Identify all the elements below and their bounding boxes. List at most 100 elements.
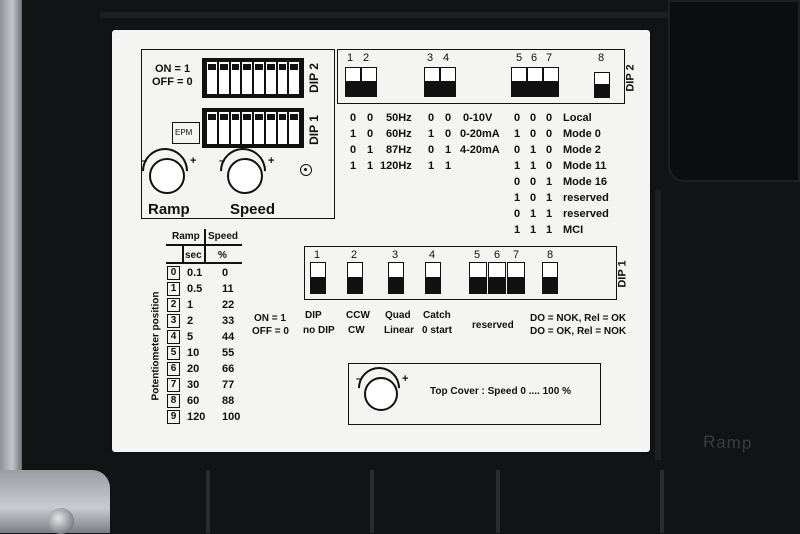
pot-speed-value: 44 [222, 331, 235, 343]
dip2-num-5: 5 [515, 52, 523, 64]
pot-position-cell: 3 [167, 314, 180, 328]
dip2-num-1: 1 [346, 52, 354, 64]
ramp-knob-icon [149, 158, 185, 194]
top-cover-box [348, 363, 601, 425]
pot-ramp-value: 30 [187, 379, 200, 391]
mode-bit: 0 [530, 176, 537, 188]
mode-value: Mode 11 [563, 160, 607, 172]
pot-ramp-value: 20 [187, 363, 200, 375]
input-value: 0-10V [463, 112, 493, 124]
mode-value: Local [563, 112, 592, 124]
dip-switch [289, 62, 299, 94]
dip-switch-icon [488, 262, 506, 294]
mode-bit: 0 [546, 160, 553, 172]
freq-b1: 0 [350, 144, 357, 156]
pot-col-divider [182, 245, 184, 263]
reserved-label: reserved [472, 320, 514, 331]
dip-switch-icon [424, 67, 440, 97]
dip2-num-2: 2 [362, 52, 370, 64]
rib [660, 470, 664, 533]
dip1-num-6: 6 [493, 249, 501, 261]
input-b2: 0 [445, 128, 452, 140]
pot-ramp-value: 0.1 [187, 267, 203, 279]
pot-unit-ramp: sec [185, 250, 202, 261]
input-b2: 0 [445, 112, 452, 124]
dip2-side-label: DIP 2 [306, 63, 321, 93]
dip-switch-icon [542, 262, 558, 294]
pot-ramp-value: 5 [187, 331, 194, 343]
freq-b2: 0 [367, 112, 374, 124]
frame-ridge-top [100, 12, 668, 18]
input-b1: 1 [428, 128, 435, 140]
freq-value: 60Hz [386, 128, 412, 140]
cover-plus: + [402, 373, 409, 385]
dip-switch [207, 112, 217, 144]
dip2-num-3: 3 [426, 52, 434, 64]
freq-value: 50Hz [386, 112, 412, 124]
dip1-num-8: 8 [546, 249, 554, 261]
dip-switch-icon [361, 67, 377, 97]
pot-speed-value: 22 [222, 299, 235, 311]
pot-ramp-value: 60 [187, 395, 200, 407]
rib [370, 470, 374, 533]
mode-value: reserved [563, 192, 609, 204]
pot-speed-value: 77 [222, 379, 235, 391]
pot-position-cell: 6 [167, 362, 180, 376]
dip-switch [289, 112, 299, 144]
mode-bit: 1 [514, 224, 521, 236]
dip-switch [277, 112, 288, 144]
on-label: ON = 1 [155, 63, 191, 75]
dip1-num-2: 2 [350, 249, 358, 261]
dip-switch-icon [594, 72, 610, 98]
freq-value: 120Hz [380, 160, 412, 172]
rib [496, 470, 500, 533]
freq-b1: 0 [350, 112, 357, 124]
mode-bit: 1 [514, 128, 521, 140]
dip1-switch-bank [202, 108, 304, 148]
dip-switch-icon [527, 67, 543, 97]
fn1-off: no DIP [303, 325, 335, 336]
pot-speed-value: 88 [222, 395, 235, 407]
dip-switch-icon [310, 262, 326, 294]
dip-switch [265, 112, 276, 144]
fn2-on: CCW [346, 310, 370, 321]
ramp-label: Ramp [148, 201, 190, 218]
mode-bit: 0 [514, 208, 521, 220]
mode-bit: 1 [530, 160, 537, 172]
dip2-num-6: 6 [530, 52, 538, 64]
pot-position-cell: 8 [167, 394, 180, 408]
frame-ridge-right [655, 190, 661, 460]
pot-ramp-value: 0.5 [187, 283, 203, 295]
mode-value: Mode 2 [563, 144, 601, 156]
dip-switch-label: ON = 1 OFF = 0 DIP 2 DIP 1 EPM – + Ramp … [112, 30, 650, 452]
fn4-on: Catch [423, 310, 451, 321]
input-b1: 1 [428, 160, 435, 172]
dip-switch [218, 62, 229, 94]
cover-minus: – [356, 373, 363, 385]
dip-bank-panel [141, 49, 335, 219]
freq-b2: 1 [367, 160, 374, 172]
fn3-on: Quad [385, 310, 411, 321]
freq-b2: 1 [367, 144, 374, 156]
epm-label: EPM [175, 128, 193, 137]
mode-value: Mode 16 [563, 176, 608, 188]
fn3-off: Linear [384, 325, 415, 336]
mode-bit: 0 [514, 144, 521, 156]
epm-box [172, 122, 200, 144]
dip1-side-label: DIP 1 [306, 115, 321, 145]
dip1-on-label: ON = 1 [254, 313, 286, 324]
pot-unit-speed: % [218, 250, 227, 261]
top-cover-text: Top Cover : Speed 0 .... 100 % [430, 386, 571, 397]
pot-col-speed: Speed [208, 231, 239, 242]
mode-value: reserved [563, 208, 609, 220]
dip-switch [207, 62, 217, 94]
pot-position-cell: 9 [167, 410, 180, 424]
enclosure-boss [668, 0, 800, 182]
pot-position-cell: 4 [167, 330, 180, 344]
pot-speed-value: 55 [222, 347, 235, 359]
mode-bit: 1 [546, 176, 553, 188]
dip-switch-icon [347, 262, 363, 294]
screw-icon [48, 508, 74, 534]
pot-ramp-value: 2 [187, 315, 194, 327]
dip1-num-7: 7 [512, 249, 520, 261]
